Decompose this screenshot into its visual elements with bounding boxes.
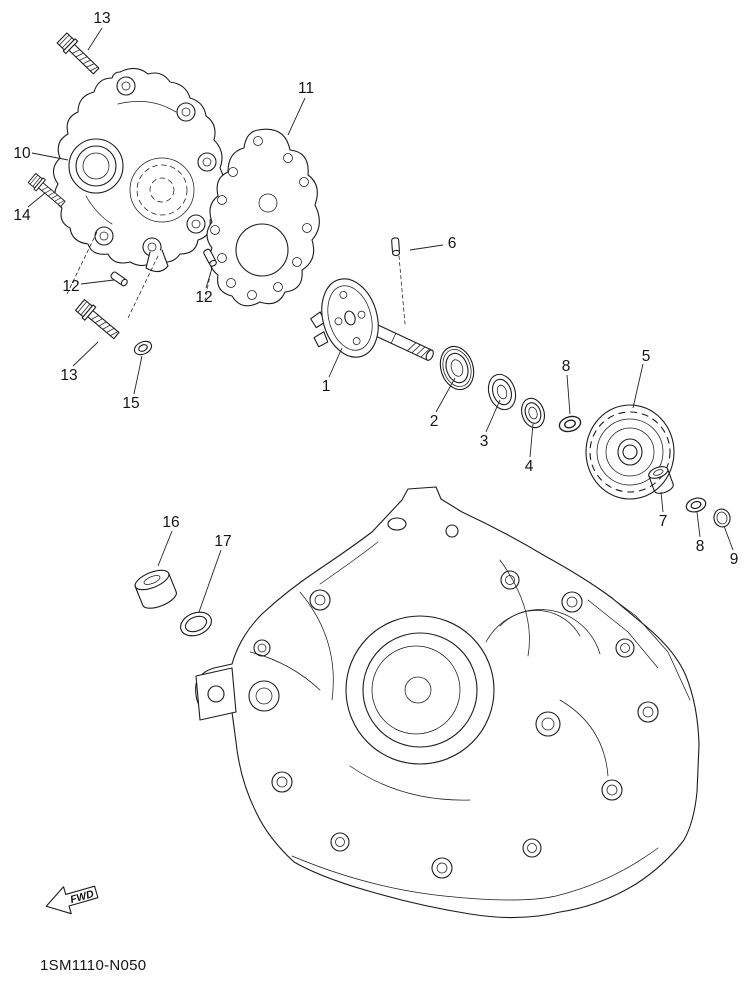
leader-line [485,399,501,433]
callout-label: 15 [122,395,139,412]
callout-label: 12 [195,289,212,306]
leader-line [205,267,213,289]
collar-large [134,569,177,609]
fwd-label: FWD [69,888,96,906]
flange-bolt [73,297,123,343]
dowel-pin [109,270,129,288]
callout-label: 9 [730,551,739,568]
plate-washer [131,338,155,358]
callout-label: 14 [13,207,31,224]
callout-label: 17 [214,533,231,550]
oil-seal [521,397,545,429]
leader-line [31,152,69,161]
washer [684,495,708,515]
water-pump-housing [52,67,225,319]
callout-label: 8 [562,358,571,375]
leader-line [409,244,444,251]
leader-line [660,491,664,513]
callout-label: 10 [13,145,31,162]
leader-line [27,192,46,208]
callout-label: 11 [298,80,314,97]
pin-axis-dashed-line [398,255,406,325]
leader-line [157,530,173,567]
impeller-pin [390,237,401,257]
leader-line [328,347,343,378]
callout-label: 5 [642,348,651,365]
leader-line [80,279,115,285]
bearing-small [487,373,517,411]
callout-label: 13 [60,367,77,384]
callout-label: 4 [525,458,534,475]
bearing-large [439,345,475,391]
leader-lines [27,27,734,613]
o-ring-large [180,611,212,637]
impeller-shaft [310,278,434,361]
callout-label: 8 [696,538,705,555]
leader-line [133,355,143,395]
callout-label: 16 [162,514,179,531]
callout-label: 12 [62,278,79,295]
collar-small [648,466,674,494]
leader-line [287,97,306,136]
callout-label: 13 [93,10,110,27]
leader-line [723,525,734,551]
washer [556,413,584,435]
impeller-drive-gear [585,404,675,500]
callout-label: 6 [448,235,457,252]
leader-line [529,423,534,458]
leader-line [435,377,456,413]
o-ring-small [713,508,731,528]
callout-labels: 13 10 14 12 13 15 11 12 1 6 2 3 4 8 5 7 … [13,10,738,568]
leader-line [72,341,99,367]
dowel-axis-dashed-line [204,265,213,301]
pump-cover-gasket [206,128,320,307]
leader-line [87,27,103,51]
leader-line [696,511,701,538]
fwd-direction-arrow: FWD [45,885,99,915]
callout-label: 1 [322,378,331,395]
leader-line [632,363,644,409]
callout-label: 2 [430,413,439,430]
crankcase [195,486,700,919]
diagram-code: 1SM1110-N050 [40,957,146,974]
callout-label: 7 [659,513,668,530]
callout-label: 3 [480,433,489,450]
leader-line [198,549,222,613]
leader-line [566,374,571,415]
